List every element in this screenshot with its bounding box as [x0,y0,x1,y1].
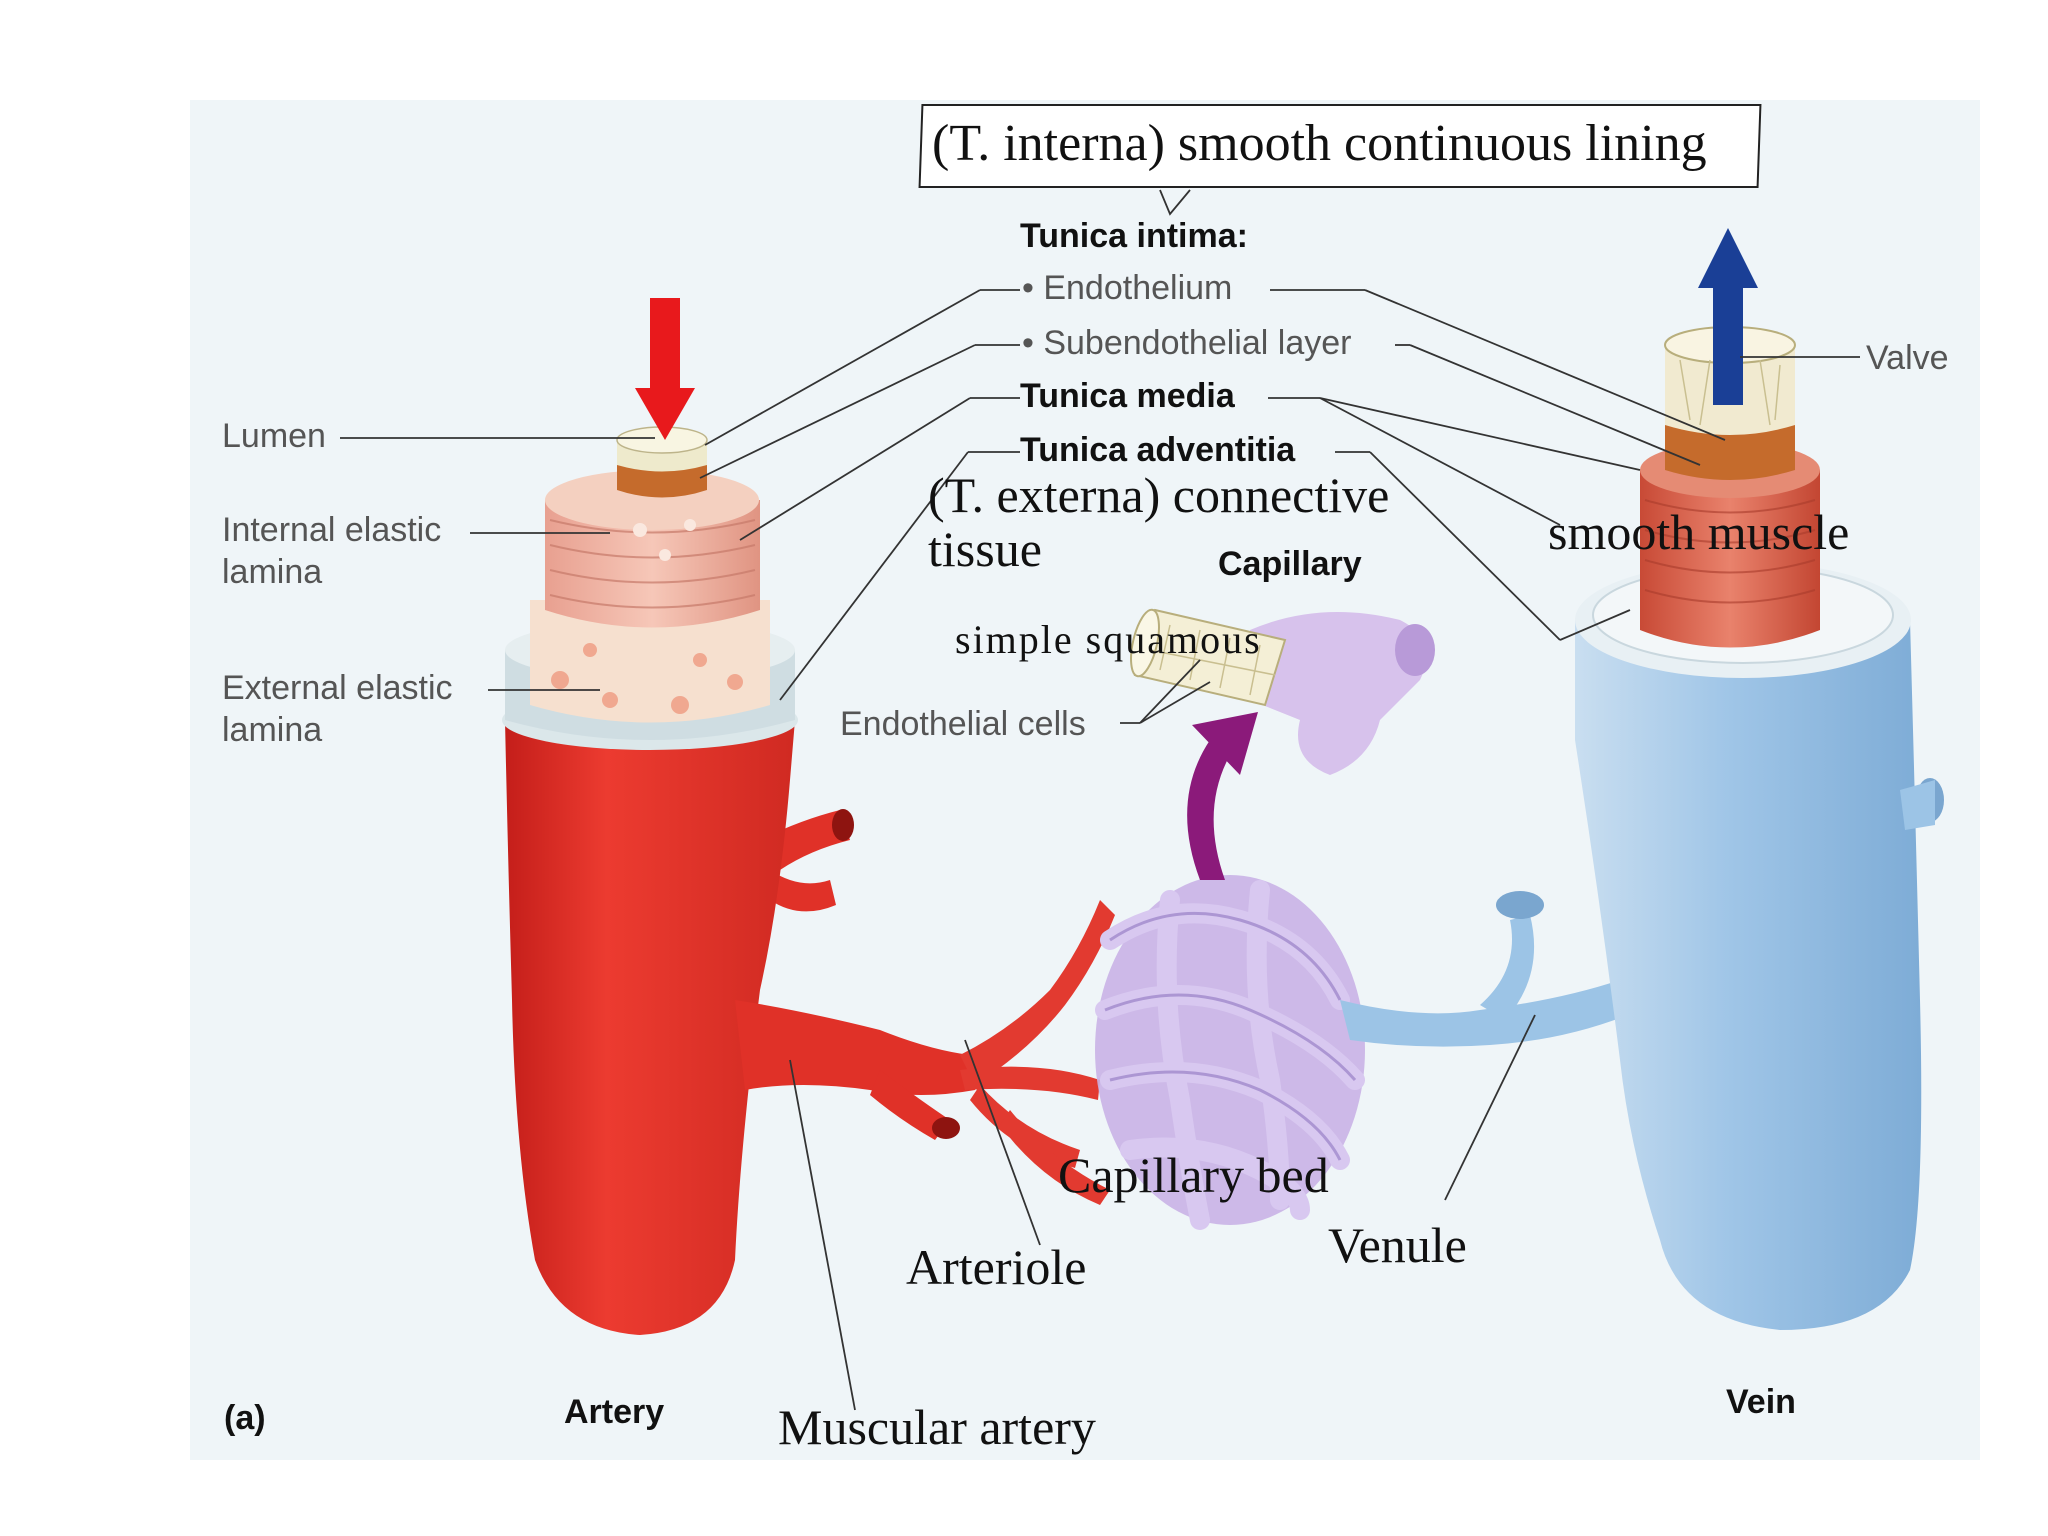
artery-illustration [502,426,975,1335]
leader-lines [340,189,1860,1411]
capillary-illustration [1130,608,1435,775]
label-external-elastic: External elastic [222,669,453,707]
label-tunica-intima: Tunica intima: [1020,217,1248,255]
label-capillary: Capillary [1218,545,1362,583]
tunica-interna-callout-text: (T. interna) smooth continuous lining [932,115,1707,172]
annotation-muscular-artery: Muscular artery [778,1399,1096,1455]
blood-flow-up-arrow [1698,228,1758,405]
annotation-tissue: tissue [928,521,1042,577]
label-subendothelial-layer: • Subendothelial layer [1022,324,1352,362]
blood-flow-down-arrow [635,298,695,440]
annotation-simple-squamous: simple squamous [955,617,1262,662]
annotation-capillary-bed: Capillary bed [1058,1147,1329,1203]
capillary-flow-arrow [1187,712,1258,880]
label-endothelial-cells: Endothelial cells [840,705,1086,743]
label-valve: Valve [1866,339,1949,377]
label-tunica-adventitia: Tunica adventitia [1020,431,1296,469]
label-artery: Artery [564,1393,665,1431]
annotation-smooth-muscle: smooth muscle [1548,504,1850,560]
label-tunica-media: Tunica media [1020,377,1235,415]
label-lumen: Lumen [222,417,326,455]
label-endothelium: • Endothelium [1022,269,1233,307]
annotation-venule: Venule [1328,1217,1467,1273]
label-vein: Vein [1726,1383,1796,1421]
label-internal-elastic-lamina: lamina [222,553,323,591]
label-external-elastic-lamina: lamina [222,711,323,749]
label-internal-elastic: Internal elastic [222,511,442,549]
annotation-t-externa: (T. externa) connective [928,467,1390,523]
annotation-arteriole: Arteriole [906,1239,1087,1295]
label-panel-letter: (a) [224,1399,266,1437]
capillary-bed-illustration [960,875,1640,1230]
vein-illustration [1575,326,1944,1330]
